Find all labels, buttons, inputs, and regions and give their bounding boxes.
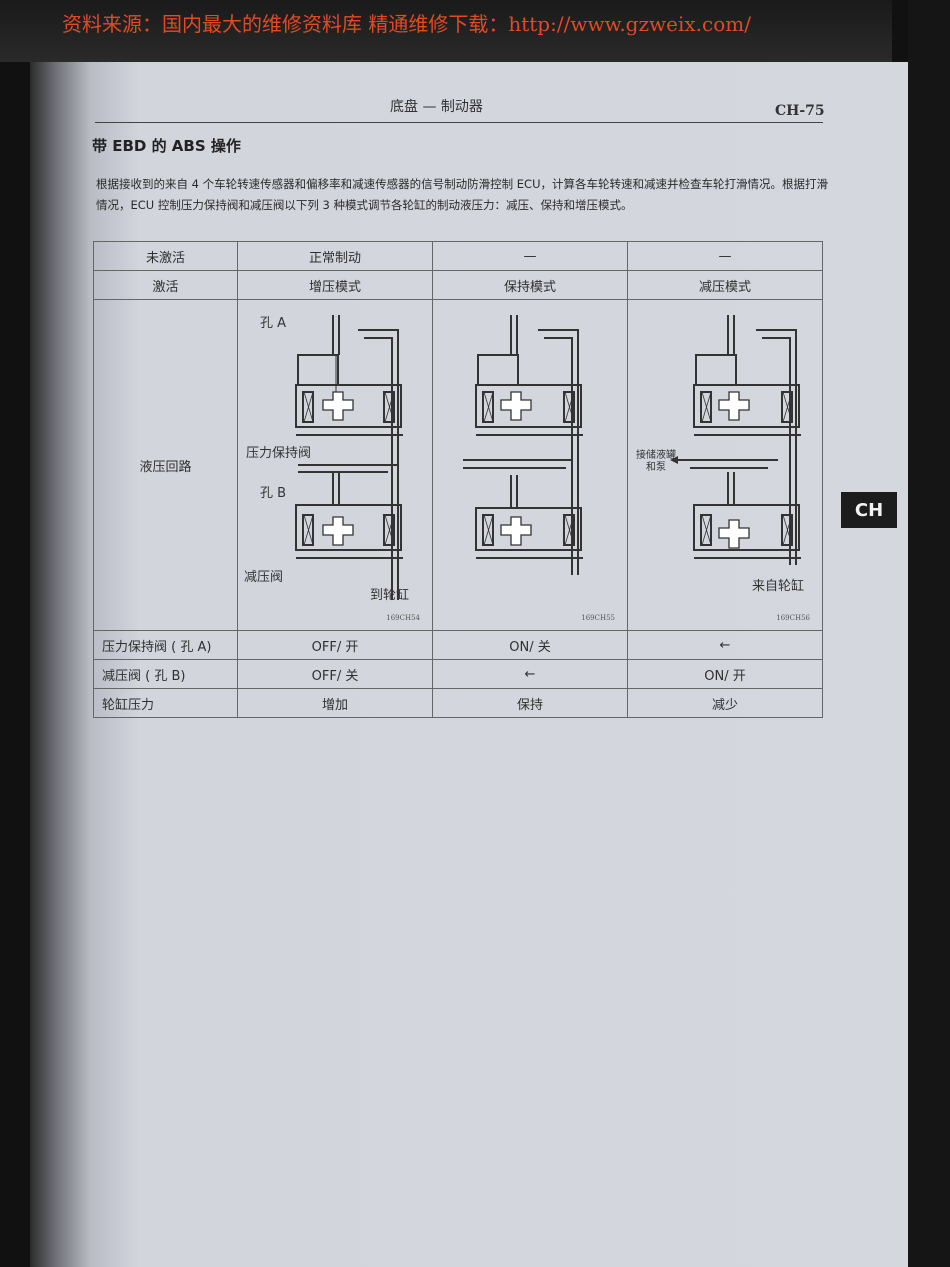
figure-number: 169CH56 [776,614,810,622]
hydraulic-diagram-increase: 孔 A 压力保持阀 孔 B 减压阀 到轮缸 169CH54 [238,300,432,630]
table-cell: 正常制动 [237,241,433,271]
diagram-cell-reduce: 接储液罐和泵 来自轮缸 169CH56 [627,299,823,631]
table-cell: 减压模式 [627,270,823,300]
page-edge-shadow [908,0,950,1267]
callout-to-reservoir: 接储液罐和泵 [636,450,676,473]
hydraulic-diagram-svg [295,315,403,600]
row-label: 轮缸压力 [93,688,238,718]
table-cell: — [432,241,628,271]
section-title: 带 EBD 的 ABS 操作 [92,137,241,155]
row-label: 未激活 [93,241,238,271]
banner-text: 资料来源：国内最大的维修资料库 精通维修下载：http://www.gzweix… [62,12,751,36]
header-rule [95,122,823,123]
body-paragraph: 根据接收到的来自 4 个车轮转速传感器和偏移率和减速传感器的信号制动防滑控制 E… [96,177,828,212]
table-row-hold-valve: 压力保持阀 ( 孔 A) OFF/ 开 ON/ 关 ← [93,630,823,660]
hydraulic-diagram-svg [463,315,583,575]
table-cell: 保持 [432,688,628,718]
row-label: 液压回路 [93,299,238,631]
callout-reduce-valve: 减压阀 [244,570,284,585]
table-cell: OFF/ 开 [237,630,433,660]
row-label: 减压阀 ( 孔 B) [93,659,238,689]
table-cell: OFF/ 关 [237,659,433,689]
hydraulic-diagram-svg [670,315,801,565]
hydraulic-diagram-hold: 169CH55 [433,300,627,630]
table-cell: 减少 [627,688,823,718]
abs-mode-table: 未激活 正常制动 — — 激活 增压模式 保持模式 减压模式 液压回路 [93,241,823,718]
table-cell: ← [627,630,823,660]
figure-number: 169CH54 [386,614,420,622]
table-cell: 保持模式 [432,270,628,300]
running-header: 底盘 — 制动器 [390,99,483,115]
callout-hole-a: 孔 A [260,316,287,331]
row-label: 压力保持阀 ( 孔 A) [93,630,238,660]
table-cell: 增压模式 [237,270,433,300]
chapter-tab: CH [841,492,897,528]
table-row-wheel-pressure: 轮缸压力 增加 保持 减少 [93,688,823,718]
table-cell: 增加 [237,688,433,718]
diagram-cell-hold: 169CH55 [432,299,628,631]
table-row-active: 激活 增压模式 保持模式 减压模式 [93,270,823,300]
diagram-cell-increase: 孔 A 压力保持阀 孔 B 减压阀 到轮缸 169CH54 [237,299,433,631]
figure-number: 169CH55 [581,614,615,622]
table-cell: ← [432,659,628,689]
table-row-not-active: 未激活 正常制动 — — [93,241,823,271]
table-row-hydraulic-circuit: 液压回路 [93,299,823,631]
callout-to-wheel: 到轮缸 [370,588,410,603]
callout-from-wheel: 来自轮缸 [752,579,805,594]
source-banner: 资料来源：国内最大的维修资料库 精通维修下载：http://www.gzweix… [0,0,892,62]
table-cell: ON/ 关 [432,630,628,660]
callout-hold-valve: 压力保持阀 [246,446,312,461]
table-cell: ON/ 开 [627,659,823,689]
table-cell: — [627,241,823,271]
page-number: CH-75 [775,103,825,119]
table-row-reduce-valve: 减压阀 ( 孔 B) OFF/ 关 ← ON/ 开 [93,659,823,689]
row-label: 激活 [93,270,238,300]
callout-hole-b: 孔 B [260,486,287,501]
hydraulic-diagram-reduce: 接储液罐和泵 来自轮缸 169CH56 [628,300,822,630]
